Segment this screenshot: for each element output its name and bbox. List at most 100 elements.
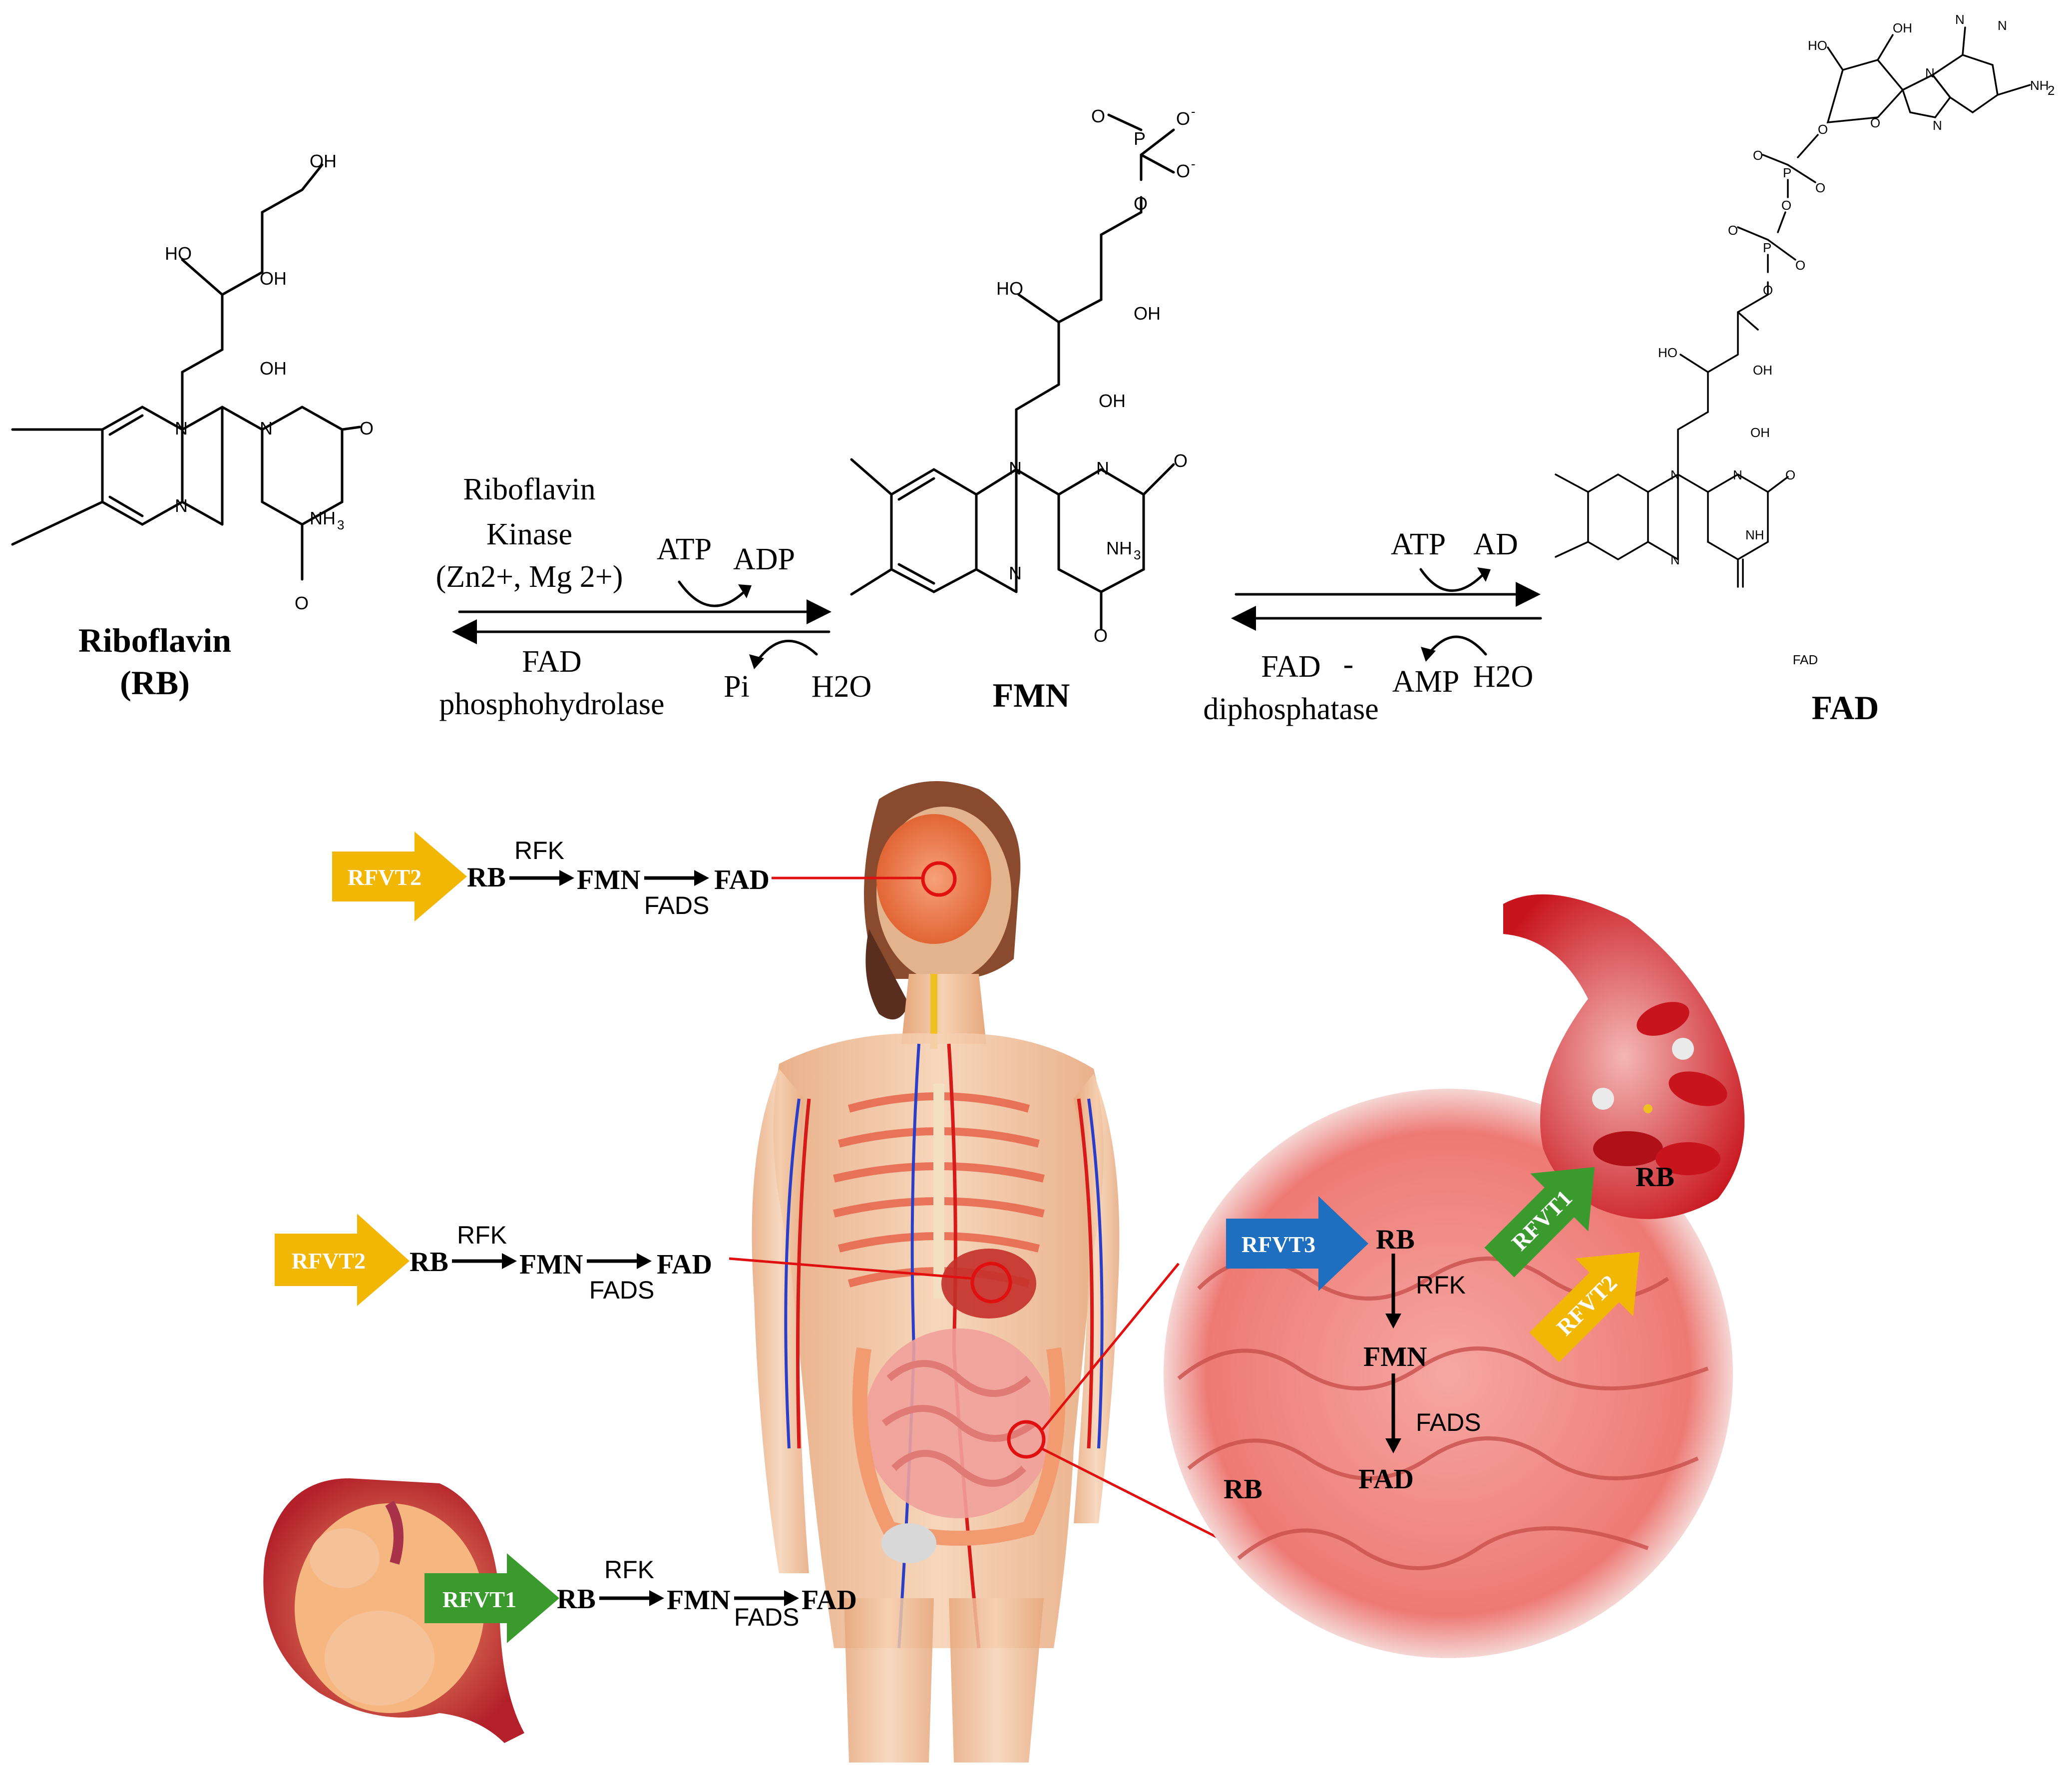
- r1-fwd-line1: Riboflavin: [463, 472, 595, 506]
- placenta-rfk: RFK: [604, 1556, 654, 1584]
- rb-n2: N: [260, 418, 273, 439]
- r1-h2o: H2O: [812, 670, 872, 704]
- intestine-rfk: RFK: [1416, 1271, 1466, 1299]
- placenta-fad: FAD: [802, 1585, 857, 1616]
- r2-ad: AD: [1473, 527, 1518, 561]
- fad-n3: N: [1670, 552, 1680, 567]
- blood-vessel-illustration: RB: [1503, 894, 1745, 1219]
- fmn-n2: N: [1096, 458, 1109, 478]
- fad-p1-o: O: [1728, 223, 1738, 238]
- fmn-o1: O: [1174, 450, 1188, 471]
- riboflavin-name: Riboflavin: [78, 621, 231, 659]
- intestine-fmn: FMN: [1363, 1341, 1427, 1372]
- r2-rev-line2: diphosphatase: [1203, 692, 1378, 726]
- fad-p1-ominus: O: [1795, 258, 1805, 273]
- rb-o2: O: [295, 593, 309, 613]
- fad-ad-n4: N: [1998, 18, 2007, 33]
- fad-oh1: OH: [1750, 425, 1770, 440]
- rb-oh3: OH: [260, 358, 287, 379]
- r1-rev-line2: phosphohydrolase: [439, 687, 664, 721]
- intestine-rfvt3-arrow: [1226, 1196, 1368, 1291]
- rb-nh3-sub: 3: [337, 517, 344, 532]
- fmn-p-o: O: [1091, 106, 1105, 126]
- r1-curve-arrow-forward: [678, 580, 746, 607]
- fmn-structure: [850, 113, 1175, 631]
- brain-fads: FADS: [644, 891, 710, 919]
- intestine-rb-top: RB: [1376, 1224, 1415, 1255]
- fad-o-link2: O: [1818, 122, 1828, 137]
- fmn-oh2: OH: [1134, 303, 1161, 324]
- fmn-nh3-sub: 3: [1134, 547, 1141, 562]
- r1-reverse-arrowhead: [452, 619, 477, 644]
- r1-atp: ATP: [657, 532, 712, 566]
- fad-o1: O: [1785, 467, 1795, 482]
- blood-rb: RB: [1636, 1162, 1674, 1193]
- brain-rfvt2-label: RFVT2: [348, 865, 421, 890]
- rb-n1: N: [175, 418, 188, 439]
- intestine-rfvt3-label: RFVT3: [1242, 1232, 1315, 1257]
- riboflavin-abbr: (RB): [120, 664, 190, 702]
- brain-pathway: RFVT2 RB RFK FMN FADS FAD: [332, 832, 770, 921]
- r1-curve-arrowhead-forward: [738, 584, 752, 598]
- r1-curve-arrowhead-reverse: [749, 654, 764, 669]
- fad-ad-nh2-sub: 2: [2048, 83, 2055, 98]
- fad-p2-ominus: O: [1815, 180, 1825, 195]
- fmn-p: P: [1134, 128, 1146, 149]
- fad-ribose-o: O: [1870, 115, 1880, 130]
- fmn-o2: O: [1094, 625, 1108, 646]
- placenta-fmn: FMN: [667, 1585, 731, 1616]
- zoom-line-top: [1040, 1263, 1180, 1432]
- fad-ad-n3: N: [1955, 12, 1965, 27]
- fad-ribose-ho: HO: [1808, 38, 1827, 53]
- fmn-ho: HO: [996, 278, 1023, 299]
- placenta-pathway: RFVT1 RB RFK FMN FADS FAD: [424, 1553, 857, 1643]
- rb-ho: HO: [165, 243, 192, 264]
- rb-o1: O: [360, 418, 374, 439]
- liver-connector-line: [729, 1257, 974, 1280]
- fad-o-bridge: O: [1781, 198, 1791, 213]
- rb-nh3: NH: [310, 508, 336, 528]
- fmn-oh1: OH: [1099, 391, 1126, 411]
- placenta-fads: FADS: [734, 1603, 800, 1631]
- liver-rfvt2-arrow: [275, 1214, 410, 1306]
- fad-nh: NH: [1745, 527, 1764, 542]
- reaction1-enzyme-forward: Riboflavin Kinase (Zn2+, Mg 2+): [436, 472, 623, 594]
- r2-h2o: H2O: [1473, 660, 1534, 694]
- fad-n2: N: [1733, 467, 1742, 482]
- fmn-nh3: NH: [1106, 538, 1132, 558]
- rb-oh1: OH: [310, 151, 337, 171]
- fad-ribose-oh: OH: [1893, 20, 1912, 35]
- r2-curve-arrow-forward: [1419, 568, 1485, 592]
- r1-curve-arrow-reverse: [755, 639, 818, 663]
- r1-fwd-line2: Kinase: [486, 517, 572, 551]
- liver-rfvt2-label: RFVT2: [292, 1248, 366, 1274]
- r1-adp: ADP: [733, 542, 795, 576]
- womb-illustration: [263, 1478, 524, 1743]
- human-body-illustration: [752, 781, 1120, 1763]
- intestine-fads: FADS: [1416, 1408, 1481, 1436]
- fmn-o-link: O: [1134, 193, 1148, 214]
- brain-fmn: FMN: [577, 865, 641, 895]
- fmn-p-o2: O: [1176, 108, 1190, 129]
- r2-dash: -: [1343, 647, 1354, 681]
- liver-rfk: RFK: [457, 1221, 507, 1249]
- brain-rfk: RFK: [514, 837, 564, 865]
- brain-rb: RB: [467, 862, 506, 893]
- liver-fad: FAD: [657, 1249, 712, 1280]
- fad-o-link1: O: [1763, 283, 1773, 298]
- liver-fmn: FMN: [519, 1249, 583, 1280]
- r2-rev-line1: FAD: [1261, 650, 1320, 684]
- r2-amp: AMP: [1392, 665, 1459, 699]
- r1-rev-line1: FAD: [522, 645, 581, 679]
- intestine-fad: FAD: [1358, 1464, 1414, 1495]
- rb-n3: N: [175, 495, 188, 516]
- intestine-highlight-circle: [1007, 1420, 1046, 1459]
- liver-rb: RB: [410, 1247, 448, 1278]
- intestine-rb-lumen: RB: [1224, 1474, 1262, 1505]
- r1-pi: Pi: [724, 670, 750, 704]
- riboflavin-structure: [11, 163, 361, 581]
- fmn-name: FMN: [993, 676, 1070, 714]
- r2-reverse-arrowhead: [1231, 606, 1256, 631]
